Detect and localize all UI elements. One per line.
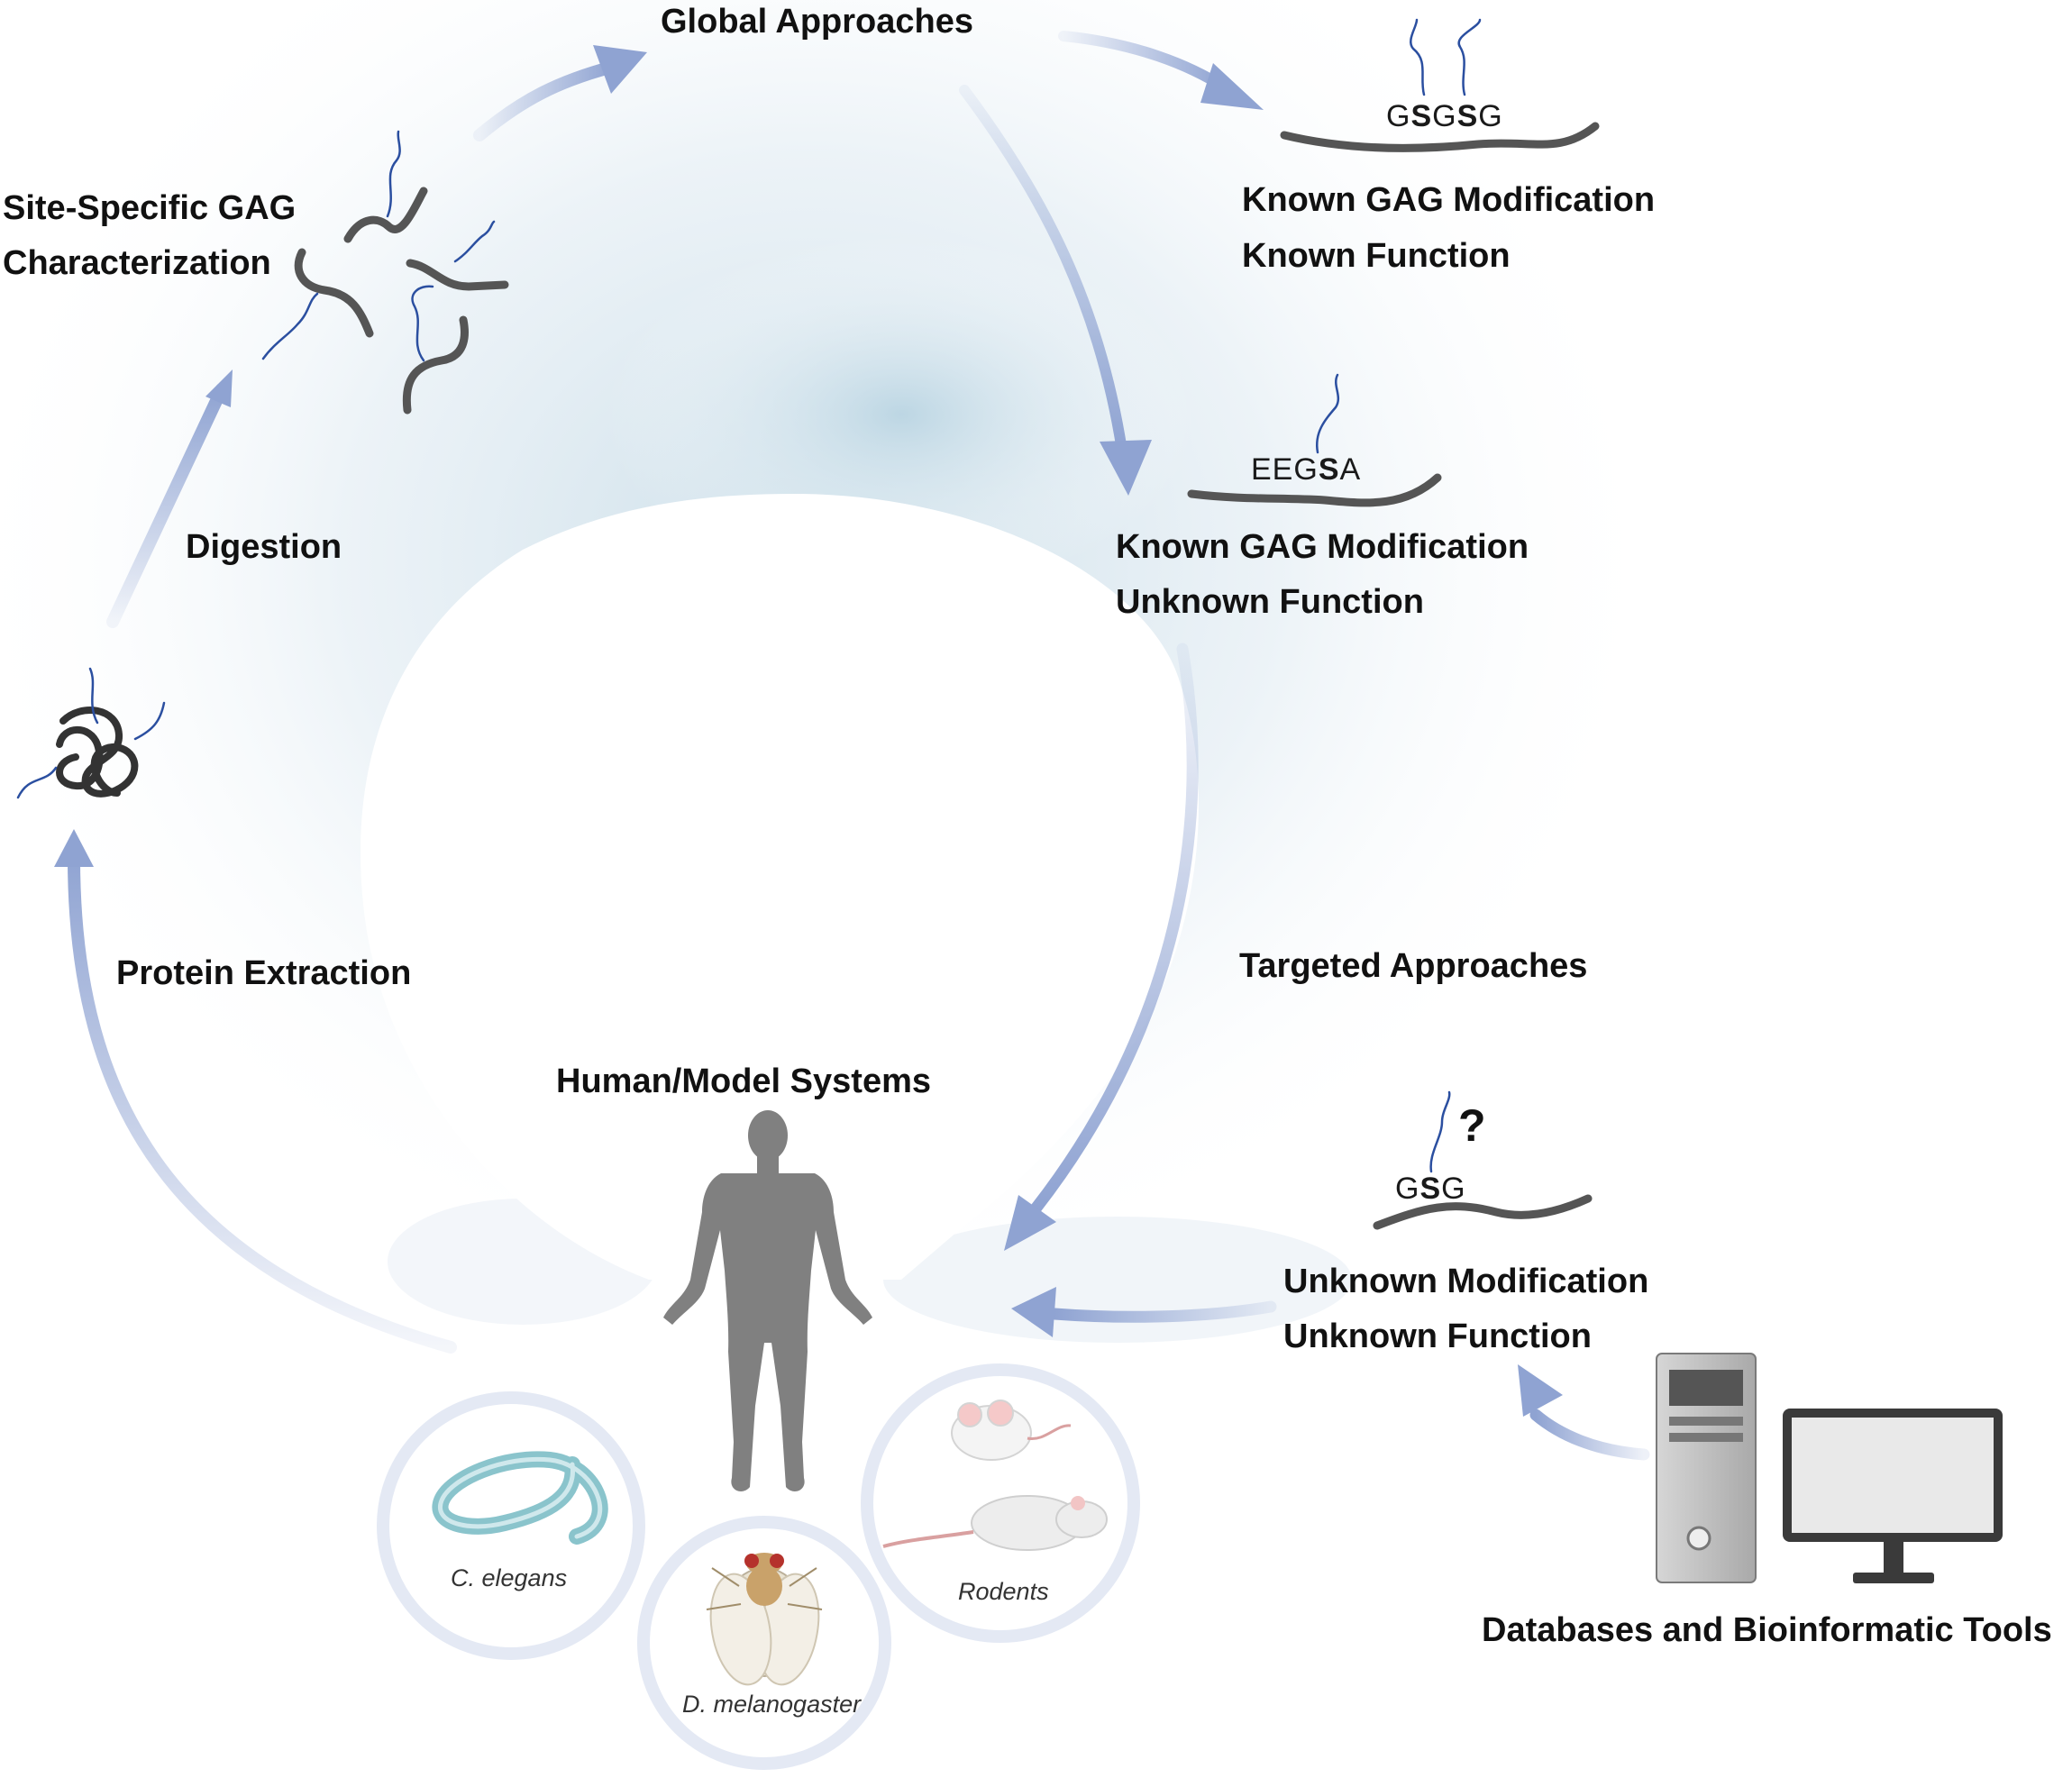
d-melanogaster-caption: D. melanogaster	[682, 1691, 862, 1718]
computer-icon	[1656, 1353, 2003, 1583]
databases-label: Databases and Bioinformatic Tools	[1482, 1611, 2052, 1649]
arrow-to-known-unknown-head	[1100, 440, 1152, 496]
arrow-targeted-approaches-head	[1004, 1195, 1056, 1251]
arrow-to-known-unknown	[959, 85, 1127, 456]
known-known-label-line2: Known Function	[1242, 237, 1511, 275]
arrow-global-approaches	[473, 60, 619, 141]
known-known-label-line1: Known GAG Modification	[1242, 181, 1656, 219]
global-approaches-label: Global Approaches	[661, 3, 973, 41]
peptide-gsgsg-icon	[1280, 18, 1600, 152]
human-silhouette-icon	[663, 1110, 872, 1491]
known-unknown-label-line1: Known GAG Modification	[1116, 528, 1529, 566]
arrow-digestion-head	[205, 369, 233, 407]
unknown-unknown-label-line1: Unknown Modification	[1283, 1263, 1649, 1300]
arrow-digestion	[106, 383, 228, 628]
glycopeptides-icon	[261, 130, 509, 415]
fruit-fly-icon	[706, 1553, 823, 1686]
targeted-approaches-label: Targeted Approaches	[1239, 947, 1588, 985]
c-elegans-icon	[432, 1451, 608, 1545]
sequence-gsg: GSG	[1395, 1172, 1466, 1206]
rodents-caption: Rodents	[958, 1578, 1049, 1605]
sequence-eegsa: EEGSA	[1251, 452, 1362, 487]
peptide-gsg-icon	[1373, 1090, 1593, 1230]
site-specific-label-line2: Characterization	[3, 244, 271, 282]
folded-protein-icon	[16, 667, 166, 799]
human-model-systems-label: Human/Model Systems	[556, 1062, 931, 1100]
digestion-label: Digestion	[186, 528, 342, 566]
mouse-icon	[951, 1400, 1072, 1461]
c-elegans-caption: C. elegans	[451, 1564, 568, 1591]
peptide-eegsa-icon	[1187, 373, 1442, 507]
protein-extraction-label: Protein Extraction	[116, 954, 412, 992]
arrow-unknown-to-systems-head	[1011, 1287, 1056, 1337]
arrow-databases-head	[1518, 1364, 1563, 1417]
unknown-question-mark: ?	[1458, 1100, 1486, 1151]
sequence-gsgsg: GSGSG	[1386, 99, 1503, 133]
known-unknown-label-line2: Unknown Function	[1116, 583, 1424, 621]
arrow-targeted-approaches	[1030, 643, 1199, 1214]
rat-icon	[882, 1495, 1108, 1551]
arrow-unknown-to-systems	[1048, 1300, 1277, 1323]
unknown-unknown-label-line2: Unknown Function	[1283, 1318, 1592, 1355]
cycle-arrows	[54, 31, 1650, 1461]
arrow-to-known-known-head	[1200, 63, 1264, 110]
arrow-databases	[1529, 1409, 1650, 1461]
arrow-protein-extraction	[67, 845, 457, 1354]
arrow-protein-extraction-head	[54, 829, 94, 867]
arrow-global-approaches-head	[593, 45, 647, 94]
site-specific-label-line1: Site-Specific GAG	[3, 189, 297, 227]
